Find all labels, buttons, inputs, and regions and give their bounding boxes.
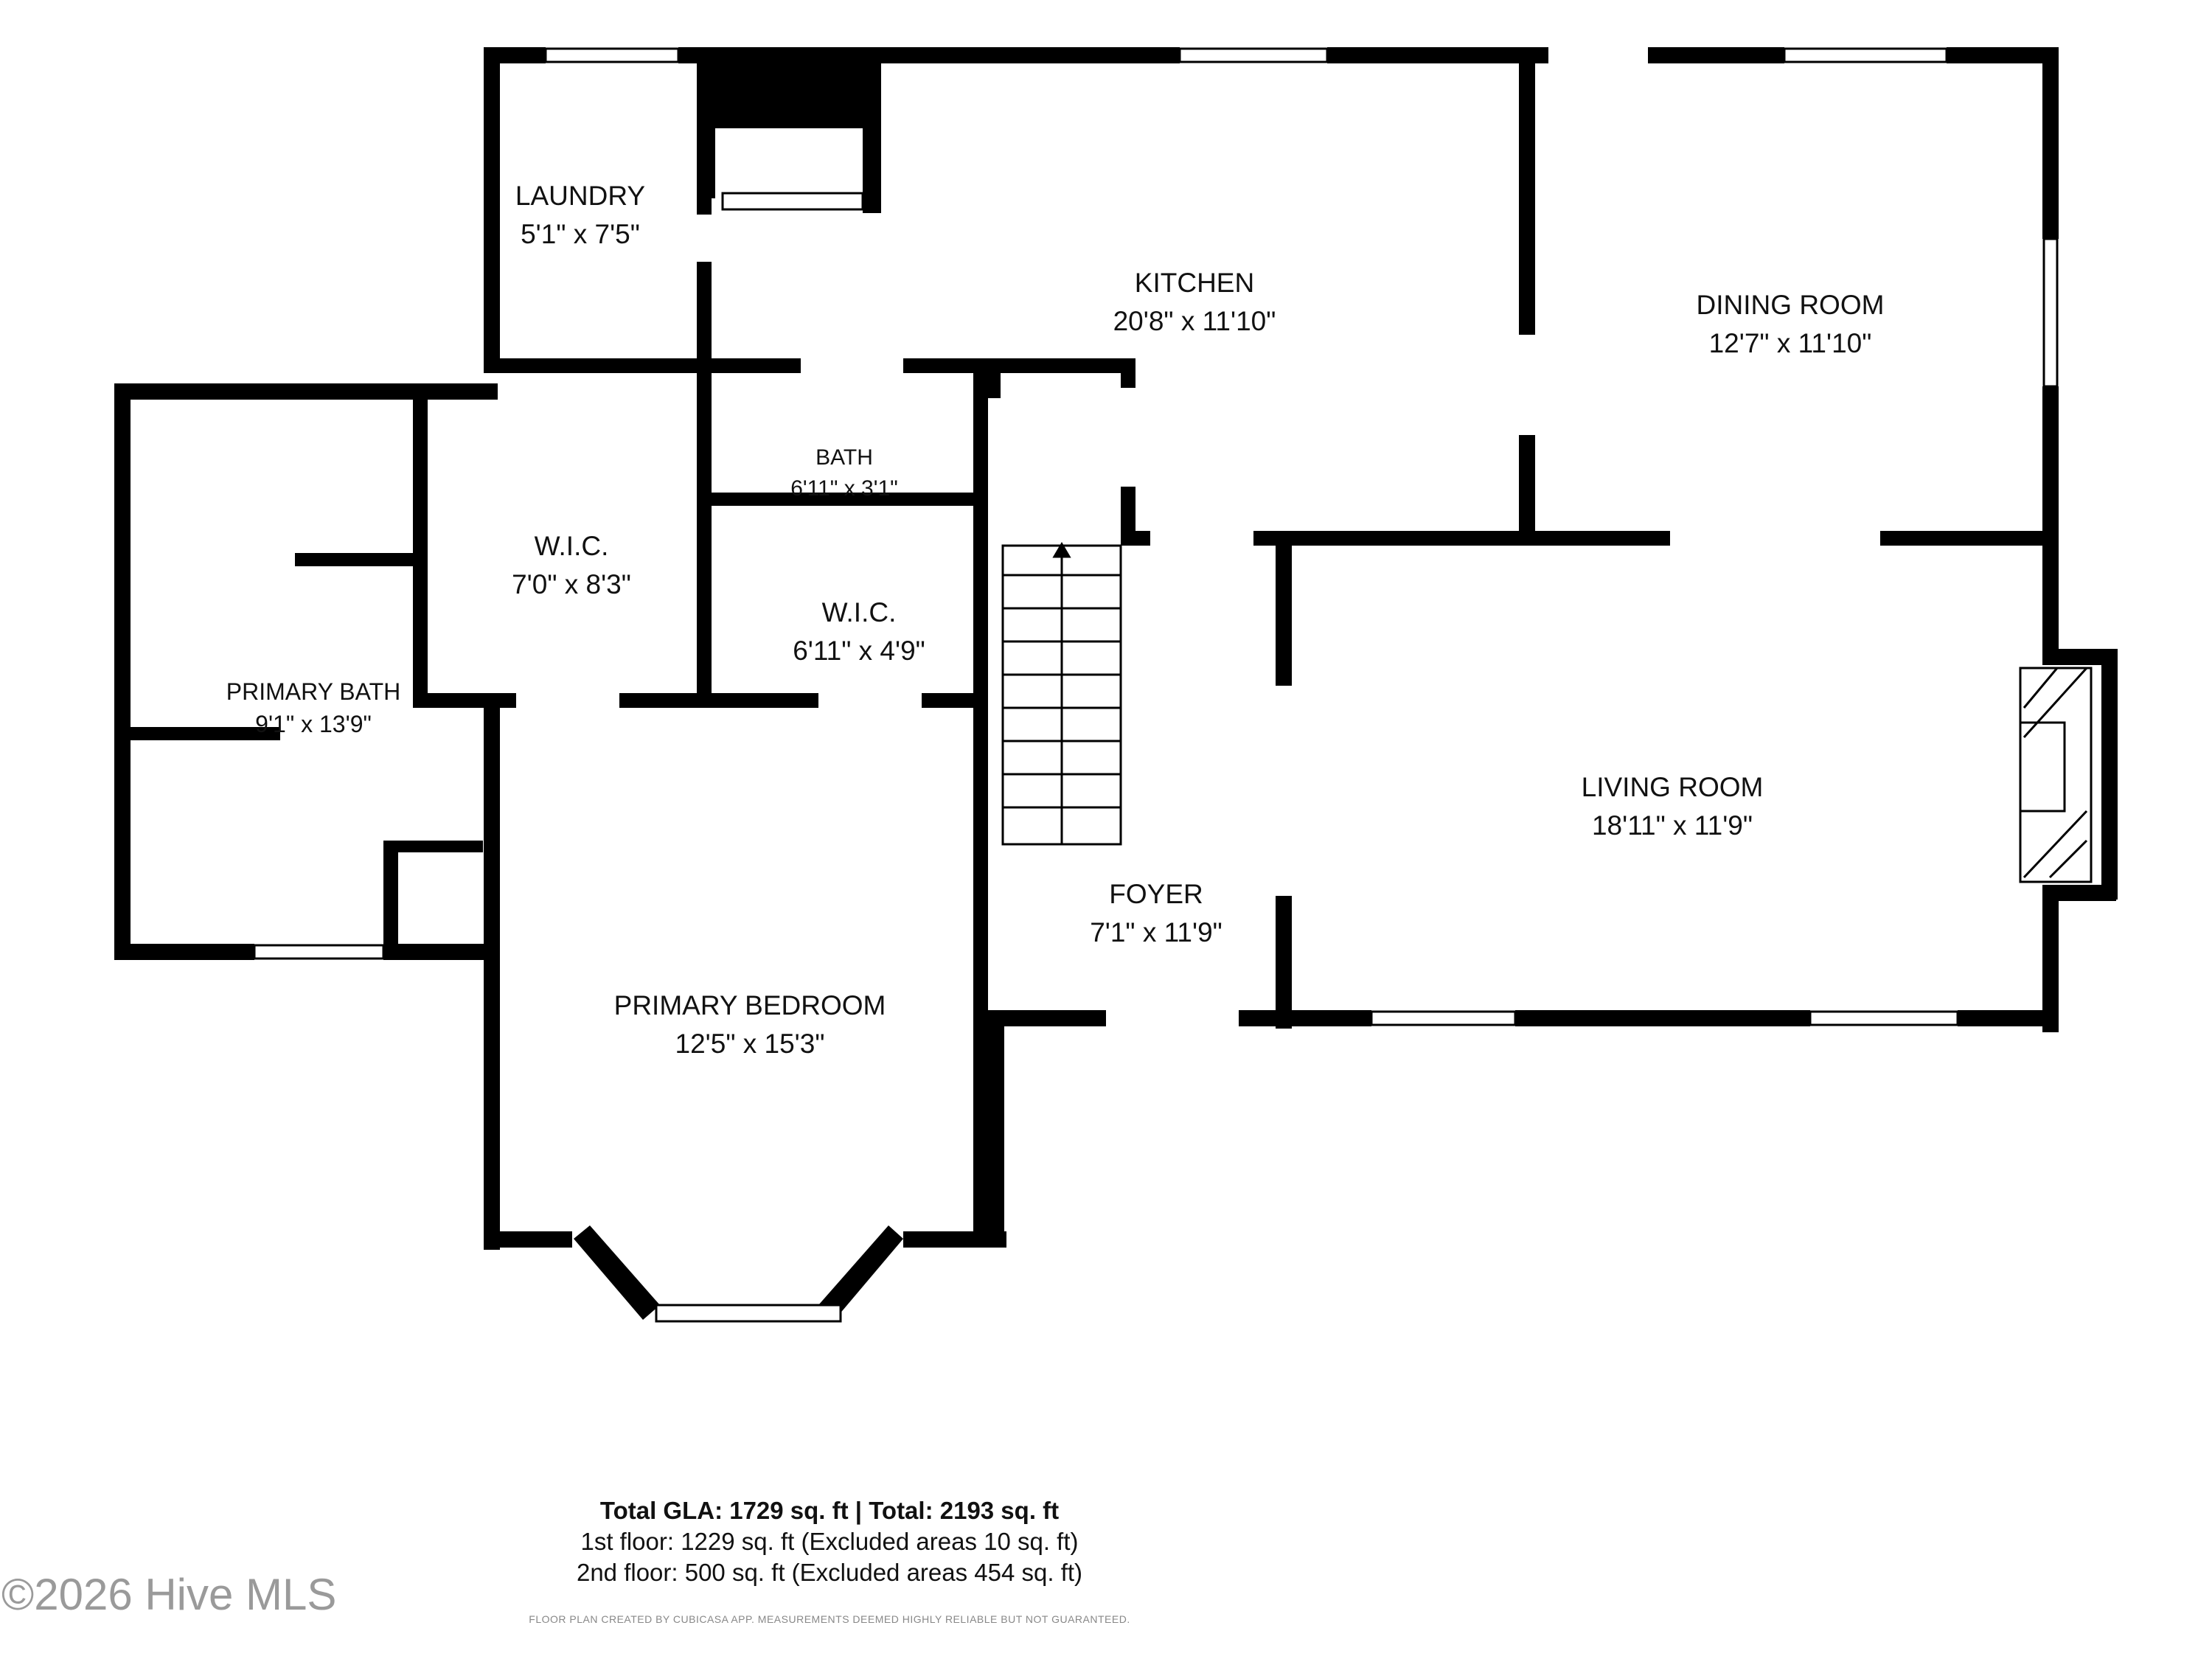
room-dims-living-room: 18'11" x 11'9" xyxy=(1592,810,1753,841)
room-labels: LAUNDRY 5'1" x 7'5" KITCHEN 20'8" x 11'1… xyxy=(226,181,1885,1059)
room-name-primary-bath: PRIMARY BATH xyxy=(226,678,401,705)
room-dims-wic-1: 7'0" x 8'3" xyxy=(512,569,631,599)
fireplace xyxy=(2019,667,2093,883)
room-name-dining-room: DINING ROOM xyxy=(1697,290,1885,320)
walls xyxy=(114,47,2118,1320)
room-dims-laundry: 5'1" x 7'5" xyxy=(521,219,640,249)
room-dims-foyer: 7'1" x 11'9" xyxy=(1090,917,1222,947)
room-name-bath: BATH xyxy=(815,445,873,470)
footer-first-floor: 1st floor: 1229 sq. ft (Excluded areas 1… xyxy=(580,1528,1079,1555)
room-dims-kitchen: 20'8" x 11'10" xyxy=(1113,306,1276,336)
room-dims-primary-bedroom: 12'5" x 15'3" xyxy=(675,1029,825,1059)
footer-disclaimer: FLOOR PLAN CREATED BY CUBICASA APP. MEAS… xyxy=(529,1613,1130,1625)
stairs xyxy=(1001,542,1122,846)
room-name-wic-1: W.I.C. xyxy=(535,531,609,561)
room-name-living-room: LIVING ROOM xyxy=(1582,772,1764,802)
room-dims-bath: 6'11" x 3'1" xyxy=(790,476,898,501)
room-name-laundry: LAUNDRY xyxy=(515,181,645,211)
room-dims-wic-2: 6'11" x 4'9" xyxy=(793,636,925,666)
room-name-kitchen: KITCHEN xyxy=(1135,268,1254,298)
windows xyxy=(253,47,2059,1323)
room-dims-dining-room: 12'7" x 11'10" xyxy=(1709,328,1872,358)
room-name-foyer: FOYER xyxy=(1109,879,1203,909)
room-name-primary-bedroom: PRIMARY BEDROOM xyxy=(614,990,886,1020)
room-name-wic-2: W.I.C. xyxy=(822,597,897,627)
footer-total-area: Total GLA: 1729 sq. ft | Total: 2193 sq.… xyxy=(599,1497,1060,1524)
watermark: ©2026 Hive MLS xyxy=(1,1570,337,1619)
room-dims-primary-bath: 9'1" x 13'9" xyxy=(255,711,372,737)
footer-second-floor: 2nd floor: 500 sq. ft (Excluded areas 45… xyxy=(576,1559,1083,1586)
